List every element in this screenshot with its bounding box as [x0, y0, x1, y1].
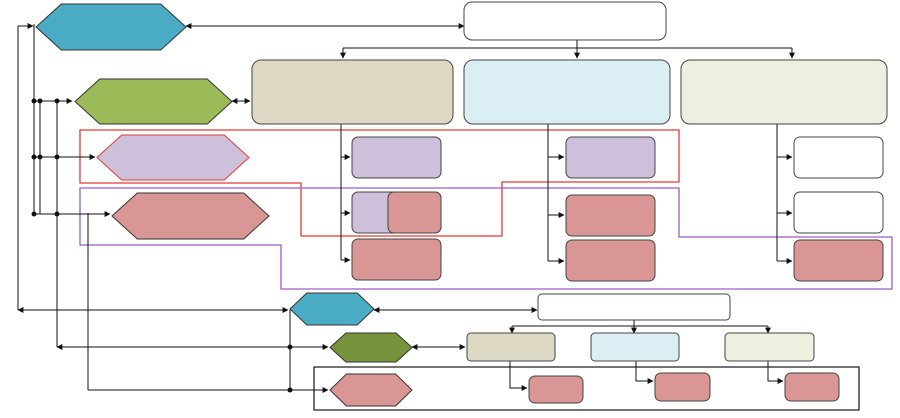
lavender-hexagon — [96, 134, 250, 181]
col1-lavender-node — [351, 136, 442, 179]
junction-dot — [54, 98, 60, 104]
shapes-layer — [35, 1, 888, 407]
junction-dot — [54, 154, 60, 160]
light-blue-box-top — [463, 59, 671, 125]
tan-box-top — [251, 59, 454, 125]
connectors — [17, 23, 795, 393]
col1-rose-overlap-node — [387, 191, 442, 234]
teal-hexagon-bottom — [289, 292, 375, 326]
connector-arrow — [509, 361, 528, 391]
junction-dot — [287, 387, 293, 393]
black-outline-region — [313, 366, 860, 411]
purple-outline-region — [79, 187, 893, 290]
light-green-box-bottom — [724, 332, 815, 362]
tan-box-bottom — [466, 332, 556, 362]
light-blue-box-bottom — [590, 332, 680, 362]
junction-dot — [31, 98, 37, 104]
bottom-rose-node-3 — [784, 372, 840, 402]
junction-dot — [31, 154, 37, 160]
regions-layer — [79, 129, 893, 411]
bottom-white-box — [537, 293, 731, 321]
red-outline-region — [79, 129, 680, 237]
bottom-rose-node-1 — [528, 375, 584, 404]
light-green-box-top — [680, 59, 888, 125]
col3-rose-node — [793, 239, 884, 282]
col2-rose-node-b — [565, 239, 656, 282]
junction-dot — [37, 154, 43, 160]
rose-hexagon-top — [111, 192, 270, 240]
connector-arrow — [635, 361, 654, 384]
connector-arrow — [767, 361, 784, 384]
rose-hexagon-bottom — [329, 373, 413, 407]
junction-dot — [37, 98, 43, 104]
junction-dot — [287, 344, 293, 350]
junction-dot — [54, 211, 60, 217]
col2-lavender-node — [565, 136, 656, 179]
dark-green-hexagon — [329, 332, 413, 363]
junctions — [31, 98, 293, 393]
junction-dot — [31, 211, 37, 217]
col3-white-node-b — [793, 191, 884, 234]
green-hexagon — [74, 78, 233, 125]
teal-hexagon-top — [35, 3, 187, 51]
col1-rose-node — [351, 238, 442, 281]
bottom-rose-node-2 — [654, 372, 711, 402]
col2-rose-node-a — [565, 194, 656, 237]
top-white-box — [463, 1, 667, 41]
col3-white-node-a — [793, 136, 884, 179]
